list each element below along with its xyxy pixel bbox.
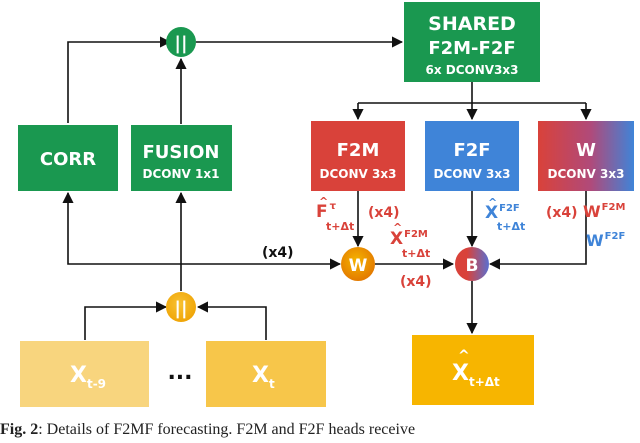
f2m-sublabel: DCONV 3x3 (320, 167, 397, 181)
output-hat: ^ (458, 348, 470, 364)
connections (62, 36, 592, 340)
input-first-sub: t-9 (87, 377, 106, 391)
w-sublabel: DCONV 3x3 (548, 167, 625, 181)
x-f2m-annotation: ^ XF2M t+Δt (390, 221, 430, 260)
edge-corr-concat (67, 36, 172, 123)
edge-xt9-concat (84, 301, 168, 340)
f-tau-sub: t+Δt (326, 220, 354, 233)
w-label: W (576, 140, 596, 161)
input-frame-last: Xt (206, 341, 326, 407)
concat-bottom-node: || (166, 292, 196, 322)
x-f2m-sup: F2M (404, 229, 428, 240)
svg-text:^: ^ (488, 196, 497, 209)
output-base: X (452, 361, 469, 386)
caption-text: : Details of F2MF forecasting. F2M and F… (38, 421, 416, 438)
x-f2f-sup: F2F (499, 203, 520, 214)
x4-f2m-label: (x4) (368, 205, 400, 221)
warp-node: W (341, 247, 375, 281)
x4-warp-label: (x4) (400, 274, 432, 290)
w-f2m-annotation: WF2M (583, 202, 625, 221)
x-f2m-sub: t+Δt (402, 247, 430, 260)
edge-w-blend (488, 191, 587, 270)
w-block: W DCONV 3x3 (538, 121, 634, 191)
w-f2m-sup: F2M (602, 202, 626, 213)
svg-text:Xt-9: Xt-9 (70, 363, 106, 391)
svg-text:XF2M: XF2M (390, 229, 428, 249)
svg-text:Xt: Xt (252, 363, 275, 391)
concat-bottom-symbol: || (174, 298, 187, 319)
f2mf-diagram: SHARED F2M-F2F 6x DCONV3x3 CORR FUSION D… (18, 2, 634, 407)
corr-block: CORR (18, 125, 118, 191)
concat-top-node: || (166, 27, 196, 57)
x4-main-label: (x4) (262, 245, 294, 261)
w-f2f-annotation: WF2F (586, 231, 625, 250)
svg-text:Xt+Δt: Xt+Δt (452, 361, 500, 389)
output-sub: t+Δt (469, 375, 500, 389)
edge-trunk-corr (62, 191, 181, 265)
fusion-label: FUSION (143, 142, 220, 163)
svg-text:^: ^ (393, 221, 402, 234)
x-f2f-base: X (485, 203, 498, 223)
warp-symbol: W (349, 256, 368, 276)
caption-label: Fig. 2 (0, 421, 39, 438)
svg-text:Fτ: Fτ (316, 201, 337, 222)
input-last-sub: t (269, 377, 275, 391)
f2f-sublabel: DCONV 3x3 (434, 167, 511, 181)
input-last-base: X (252, 363, 269, 388)
input-ellipsis: ... (167, 360, 192, 385)
w-f2m-base: W (583, 202, 601, 221)
shared-detail: 6x DCONV3x3 (425, 63, 518, 77)
svg-text:XF2F: XF2F (485, 203, 520, 223)
w-f2f-sup: F2F (605, 231, 626, 242)
corr-label: CORR (40, 149, 96, 170)
x4-w-label: (x4) (546, 205, 578, 221)
input-first-base: X (70, 363, 87, 388)
shared-subtitle: F2M-F2F (428, 38, 515, 59)
f2f-block: F2F DCONV 3x3 (425, 121, 519, 191)
svg-text:^: ^ (319, 195, 328, 208)
x-f2f-annotation: ^ XF2F t+Δt (485, 196, 525, 233)
f2f-label: F2F (453, 140, 490, 161)
x-f2f-sub: t+Δt (497, 220, 525, 233)
output-frame: ^ Xt+Δt (412, 335, 534, 405)
fusion-block: FUSION DCONV 1x1 (131, 125, 232, 191)
w-f2f-base: W (586, 231, 604, 250)
shared-title: SHARED (428, 13, 516, 35)
f2m-label: F2M (337, 140, 380, 161)
f-tau-base: F (316, 202, 328, 222)
f2m-block: F2M DCONV 3x3 (311, 121, 405, 191)
edge-xt-concat (196, 301, 267, 340)
fusion-sublabel: DCONV 1x1 (143, 167, 220, 181)
shared-block: SHARED F2M-F2F 6x DCONV3x3 (404, 2, 540, 82)
x-f2m-base: X (390, 229, 403, 249)
blend-symbol: B (466, 256, 479, 276)
figure-caption: Fig. 2: Details of F2MF forecasting. F2M… (0, 421, 640, 443)
blend-node: B (455, 247, 489, 281)
input-frame-first: Xt-9 (20, 341, 149, 407)
f-tau-sup: τ (330, 201, 337, 212)
concat-top-symbol: || (174, 33, 187, 54)
